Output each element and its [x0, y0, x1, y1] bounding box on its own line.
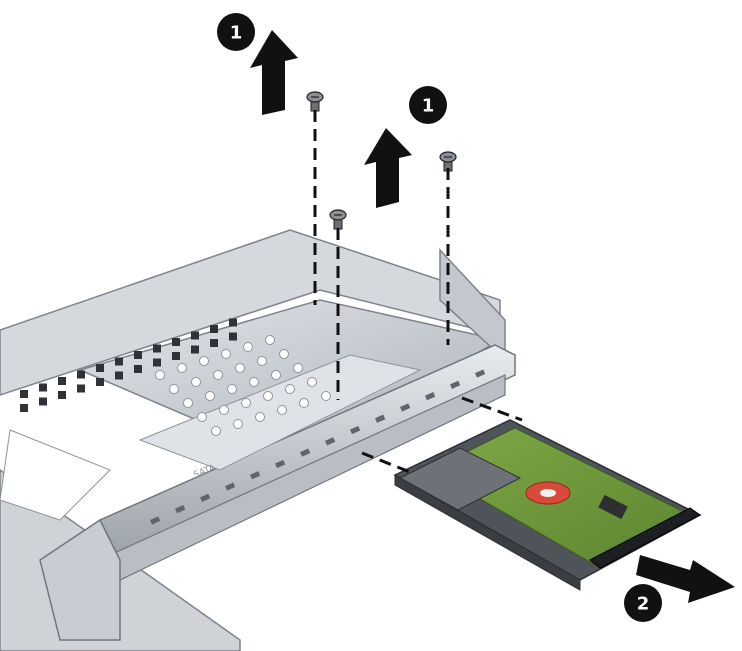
vent-hole [197, 412, 207, 422]
vent-hole [219, 405, 229, 415]
vent-hole [233, 419, 243, 429]
step-number: 1 [230, 23, 243, 44]
step-badge-2: 2 [624, 584, 662, 622]
rail-slot [450, 380, 461, 389]
drive-spindle-center [540, 489, 556, 497]
wall-slot [58, 391, 66, 399]
vent-hole [257, 356, 267, 366]
vent-hole [213, 370, 223, 380]
rail-slot [474, 369, 486, 378]
cage-floor-cutout [0, 429, 111, 521]
arrow-right-icon [636, 555, 735, 603]
step-number: 1 [422, 96, 435, 117]
vent-hole [199, 356, 209, 366]
wall-slot [96, 364, 104, 372]
vent-hole [263, 391, 273, 401]
step-badge-1-right: 1 [409, 86, 447, 124]
drive-chip [598, 494, 628, 520]
vent-hole [243, 342, 253, 352]
vent-hole [155, 370, 165, 380]
step-number: 2 [637, 594, 650, 615]
wall-slot [77, 384, 85, 393]
dashed-line-drive-front [361, 451, 416, 476]
vent-hole [177, 363, 187, 373]
rail-slot [300, 448, 311, 457]
rail-slot [350, 425, 361, 435]
wall-slot [115, 357, 123, 366]
drive-side-edge [394, 474, 581, 591]
wall-slot [153, 344, 161, 353]
arrow-up-right [364, 128, 412, 208]
rail-slot [400, 403, 411, 412]
cage-vent-holes [155, 335, 331, 436]
rail-slot [375, 414, 386, 423]
vent-hole [221, 349, 231, 359]
rail-slot [200, 493, 211, 502]
vent-hole [227, 384, 237, 394]
vent-hole [321, 391, 331, 401]
wall-slot [153, 358, 161, 367]
wall-slot [77, 370, 85, 379]
vent-hole [307, 377, 317, 387]
wall-slot [172, 352, 180, 360]
vent-hole [279, 349, 289, 359]
screw-icon [329, 209, 347, 230]
hard-drive [393, 419, 702, 591]
vent-hole [205, 391, 215, 401]
vent-hole [235, 363, 245, 373]
cage-left-post [39, 518, 121, 641]
wall-slot [115, 371, 123, 380]
cage-rail-slots [150, 369, 486, 525]
wall-slot [39, 397, 47, 406]
vent-hole [277, 405, 287, 415]
rail-slot [425, 392, 436, 401]
vent-hole [293, 363, 303, 373]
wall-slot [191, 345, 199, 354]
screw-icon [306, 91, 324, 112]
vent-hole [299, 398, 309, 408]
wall-slot [39, 383, 47, 392]
vent-hole [241, 398, 251, 408]
wall-slot [210, 325, 218, 333]
vent-hole [255, 412, 265, 422]
arrow-up-icon [250, 30, 298, 115]
wall-slot [20, 390, 28, 398]
wall-slot [210, 339, 218, 347]
rail-slot [225, 482, 236, 491]
wall-slot [58, 377, 66, 385]
vent-hole [191, 377, 201, 387]
vent-hole [169, 384, 179, 394]
wall-slot [134, 351, 142, 359]
screws-group [306, 91, 457, 230]
step-badge-1-left: 1 [217, 13, 255, 51]
wall-slot [134, 365, 142, 373]
wall-slot [191, 331, 199, 340]
dashed-line-drive-rear [461, 396, 523, 422]
vent-hole [211, 426, 221, 436]
rail-slot [175, 505, 186, 514]
vent-hole [265, 335, 275, 345]
rail-slot [325, 437, 336, 446]
wall-slot [172, 338, 180, 346]
vent-hole [285, 384, 295, 394]
rail-slot [249, 471, 261, 480]
alignment-dashes [313, 110, 523, 476]
wall-slot [96, 378, 104, 386]
wall-slot [229, 332, 237, 341]
arrow-out-drive [636, 555, 735, 603]
wall-slot [20, 404, 28, 412]
cage-wall-slots [20, 318, 237, 412]
vent-hole [249, 377, 259, 387]
vent-hole [183, 398, 193, 408]
rail-slot [150, 516, 161, 525]
wall-slot [229, 318, 237, 327]
sata-connector [589, 507, 701, 569]
drive-cage: SATA [0, 229, 516, 651]
arrow-up-left [250, 30, 298, 115]
arrow-up-icon [364, 128, 412, 208]
vent-hole [271, 370, 281, 380]
rail-slot [274, 459, 286, 469]
